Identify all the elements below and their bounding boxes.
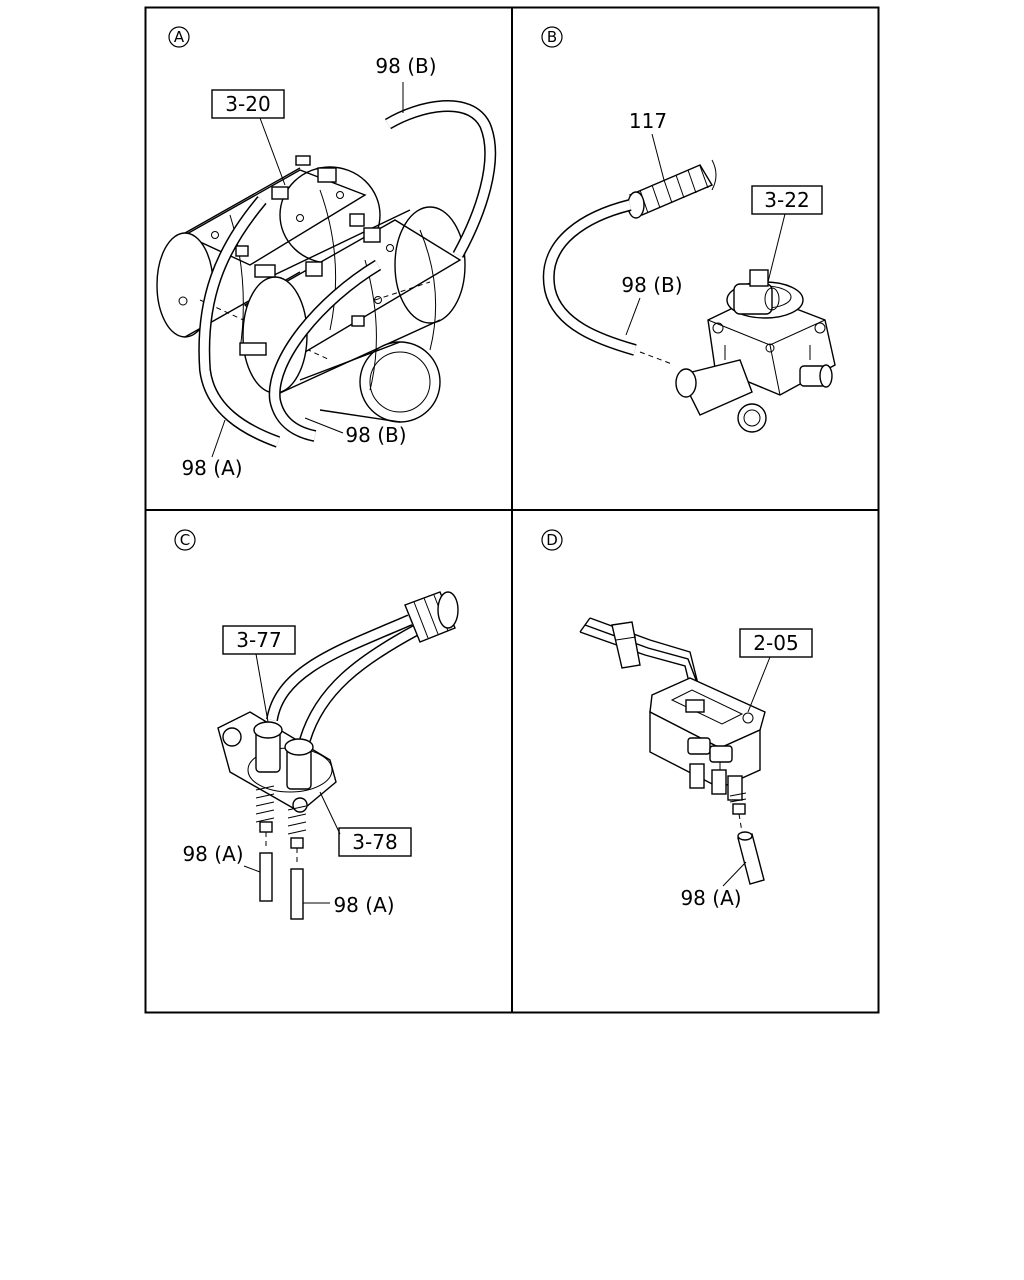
callout-3-77: 3-77 [222, 625, 296, 723]
callout-98b-lower: 98 (B) [304, 417, 407, 447]
callout-3-78: 3-78 [319, 791, 412, 857]
callout-98b: 98 (B) [621, 273, 683, 336]
callout-98a-left: 98 (A) [182, 842, 261, 873]
callout-117-text: 117 [629, 109, 667, 133]
callout-98b-lower-text: 98 (B) [345, 423, 406, 447]
callout-98a-right-text: 98 (A) [333, 893, 394, 917]
panel-d: D [541, 529, 813, 910]
callout-3-22: 3-22 [751, 185, 823, 283]
panel-b-marker: B [541, 26, 563, 48]
bracket-drawing [579, 617, 766, 885]
valve-3-22 [675, 269, 836, 433]
panel-c-marker: C [174, 529, 196, 551]
panel-d-marker: D [541, 529, 563, 551]
callout-98a-text: 98 (A) [181, 456, 242, 480]
callout-3-22-text: 3-22 [764, 188, 809, 212]
callout-117: 117 [629, 109, 667, 181]
panel-b: B [541, 26, 836, 433]
callout-98a: 98 (A) [181, 419, 243, 480]
panel-c-marker-text: C [180, 531, 190, 549]
panel-a-marker-text: A [174, 28, 185, 46]
callout-98a-right: 98 (A) [303, 893, 395, 917]
panel-b-marker-text: B [547, 28, 557, 46]
panel-a-marker: A [168, 26, 190, 48]
callout-98a-d-text: 98 (A) [680, 886, 741, 910]
callout-3-20-text: 3-20 [225, 92, 270, 116]
panel-d-marker-text: D [546, 531, 558, 549]
callout-3-20: 3-20 [211, 89, 286, 186]
grommet-117 [627, 159, 717, 219]
panel-c: C [174, 529, 459, 920]
callout-3-77-text: 3-77 [236, 628, 281, 652]
callout-98b-text: 98 (B) [621, 273, 682, 297]
valve-and-hose-drawing [542, 159, 836, 433]
callout-3-78-text: 3-78 [352, 830, 397, 854]
panel-grid [144, 6, 880, 1014]
callout-98b-top-text: 98 (B) [375, 54, 436, 78]
callout-98b-top: 98 (B) [375, 54, 437, 113]
callout-98a-left-text: 98 (A) [182, 842, 243, 866]
callout-98a: 98 (A) [680, 861, 747, 910]
air-tanks-drawing [156, 100, 497, 448]
callout-2-05-text: 2-05 [753, 631, 798, 655]
panel-a: A [156, 26, 497, 480]
callout-2-05: 2-05 [739, 628, 813, 713]
